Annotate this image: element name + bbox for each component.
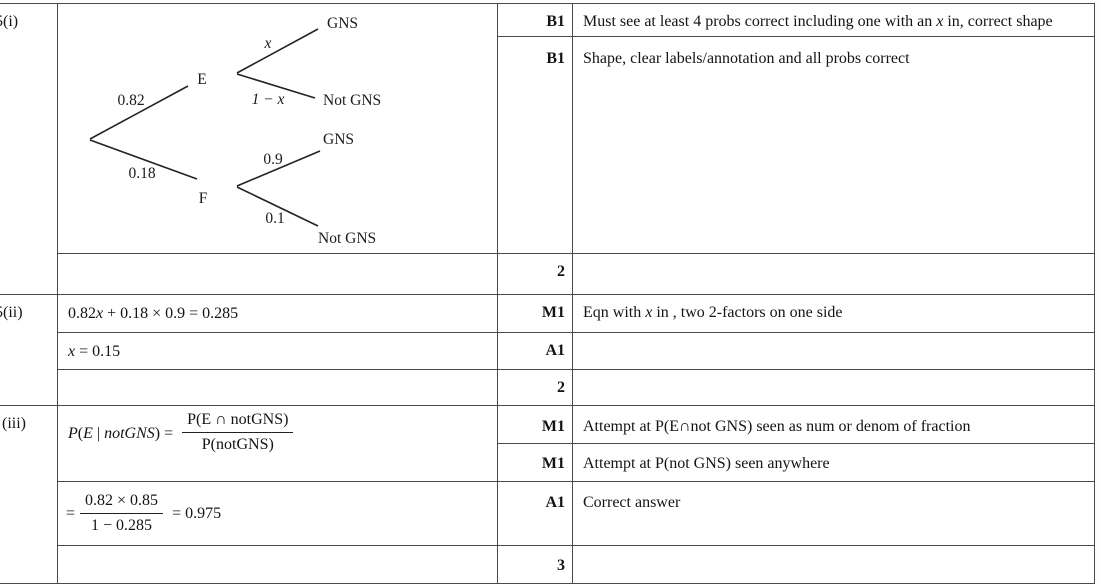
answer-equation: 0.82x + 0.18 × 0.9 = 0.285 [58, 295, 498, 333]
tree-leaf-label: Not GNS [323, 92, 381, 109]
calculation-result: = 0.975 [172, 504, 222, 522]
comment-text: Correct answer [573, 482, 1094, 546]
tree-node-label: E [197, 71, 206, 88]
calculation-fraction: 0.82 × 0.85 1 − 0.285 [80, 491, 164, 536]
tree-branch-line [236, 150, 321, 187]
mark-badge: B1 [498, 37, 573, 254]
fraction-denominator: 1 − 0.285 [91, 517, 153, 534]
italic-variable: x [645, 304, 653, 321]
probability-fraction: P(E ∩ notGNS) P(notGNS) [182, 410, 294, 455]
comment-text: Attempt at P(E∩not GNS) seen as num or d… [573, 406, 1094, 444]
tree-branch-prob: 0.1 [265, 210, 284, 227]
tree-node-label: F [199, 190, 208, 207]
mark-badge: A1 [498, 333, 573, 370]
question-label: 5(i) [0, 13, 19, 30]
comment-empty-cell [573, 370, 1094, 405]
comment-empty-cell [573, 546, 1094, 583]
tree-branch-prob: 0.9 [263, 151, 283, 168]
tree-leaf-label: GNS [327, 15, 358, 32]
answer-empty-cell [58, 370, 498, 405]
mark-badge: B1 [498, 4, 573, 37]
italic-variable: x [936, 13, 944, 30]
equals-sign: = [66, 504, 76, 522]
tree-leaf-label: GNS [323, 131, 354, 148]
probability-tree: 0.82 0.18 E F x 1 − x 0.9 0.1 GNS Not GN… [89, 15, 381, 247]
fraction-numerator: 0.82 × 0.85 [80, 491, 164, 514]
comment-empty-cell [573, 254, 1094, 294]
question-label-5ii-cell: 5(ii) [0, 295, 58, 405]
question-label: (iii) [2, 415, 26, 432]
answer-calculation: = 0.82 × 0.85 1 − 0.285 = 0.975 [58, 482, 498, 546]
comment-empty-cell [573, 333, 1094, 370]
fraction-numerator: P(E ∩ notGNS) [182, 410, 294, 433]
formula-lhs: P(E | notGNS) = [68, 425, 178, 442]
mark-badge: M1 [498, 295, 573, 333]
tree-branch-line [89, 139, 198, 180]
answer-empty-cell [58, 546, 498, 583]
tree-branch-prob: 1 − x [252, 91, 285, 108]
comment-text: Must see at least 4 probs correct includ… [573, 4, 1094, 37]
italic-variable: x [96, 305, 104, 322]
question-label-5i-cell: 5(i) [0, 4, 58, 294]
tree-diagram: 0.82 0.18 E F x 1 − x 0.9 0.1 GNS Not GN… [58, 4, 498, 254]
tree-branch-line [236, 28, 319, 74]
tree-leaf-label: Not GNS [318, 230, 376, 247]
tree-branch-prob: 0.82 [117, 92, 144, 109]
comment-text: Eqn with x in , two 2-factors on one sid… [573, 295, 1094, 333]
marks-subtotal: 2 [498, 254, 573, 294]
question-label: 5(ii) [0, 304, 23, 321]
mark-badge: M1 [498, 406, 573, 444]
tree-branch-prob: 0.18 [128, 165, 155, 182]
section-5i: 5(i) 0.82 0.18 E F x 1 − x 0.9 0.1 GNS N… [0, 4, 1094, 295]
fraction-denominator: P(notGNS) [201, 436, 274, 453]
marks-subtotal: 3 [498, 546, 573, 583]
italic-variable: x [68, 343, 76, 360]
answer-equation: x = 0.15 [58, 333, 498, 370]
question-label-5iii-cell: (iii) [0, 406, 58, 583]
section-5ii: 5(ii) 0.82x + 0.18 × 0.9 = 0.285 M1 Eqn … [0, 295, 1094, 406]
tree-branch-line [89, 85, 189, 140]
marks-subtotal: 2 [498, 370, 573, 405]
mark-scheme-table: 5(i) 0.82 0.18 E F x 1 − x 0.9 0.1 GNS N… [0, 3, 1095, 584]
section-5iii: (iii) P(E | notGNS) = P(E ∩ notGNS) P(no… [0, 406, 1094, 583]
answer-empty-cell [58, 254, 498, 294]
tree-branch-line [236, 186, 319, 227]
comment-text: Attempt at P(not GNS) seen anywhere [573, 444, 1094, 482]
answer-conditional-formula: P(E | notGNS) = P(E ∩ notGNS) P(notGNS) [58, 406, 498, 482]
mark-badge: M1 [498, 444, 573, 482]
mark-badge: A1 [498, 482, 573, 546]
tree-branch-prob: x [264, 35, 272, 52]
comment-text: Shape, clear labels/annotation and all p… [573, 37, 1094, 254]
tree-branch-line [236, 73, 316, 99]
